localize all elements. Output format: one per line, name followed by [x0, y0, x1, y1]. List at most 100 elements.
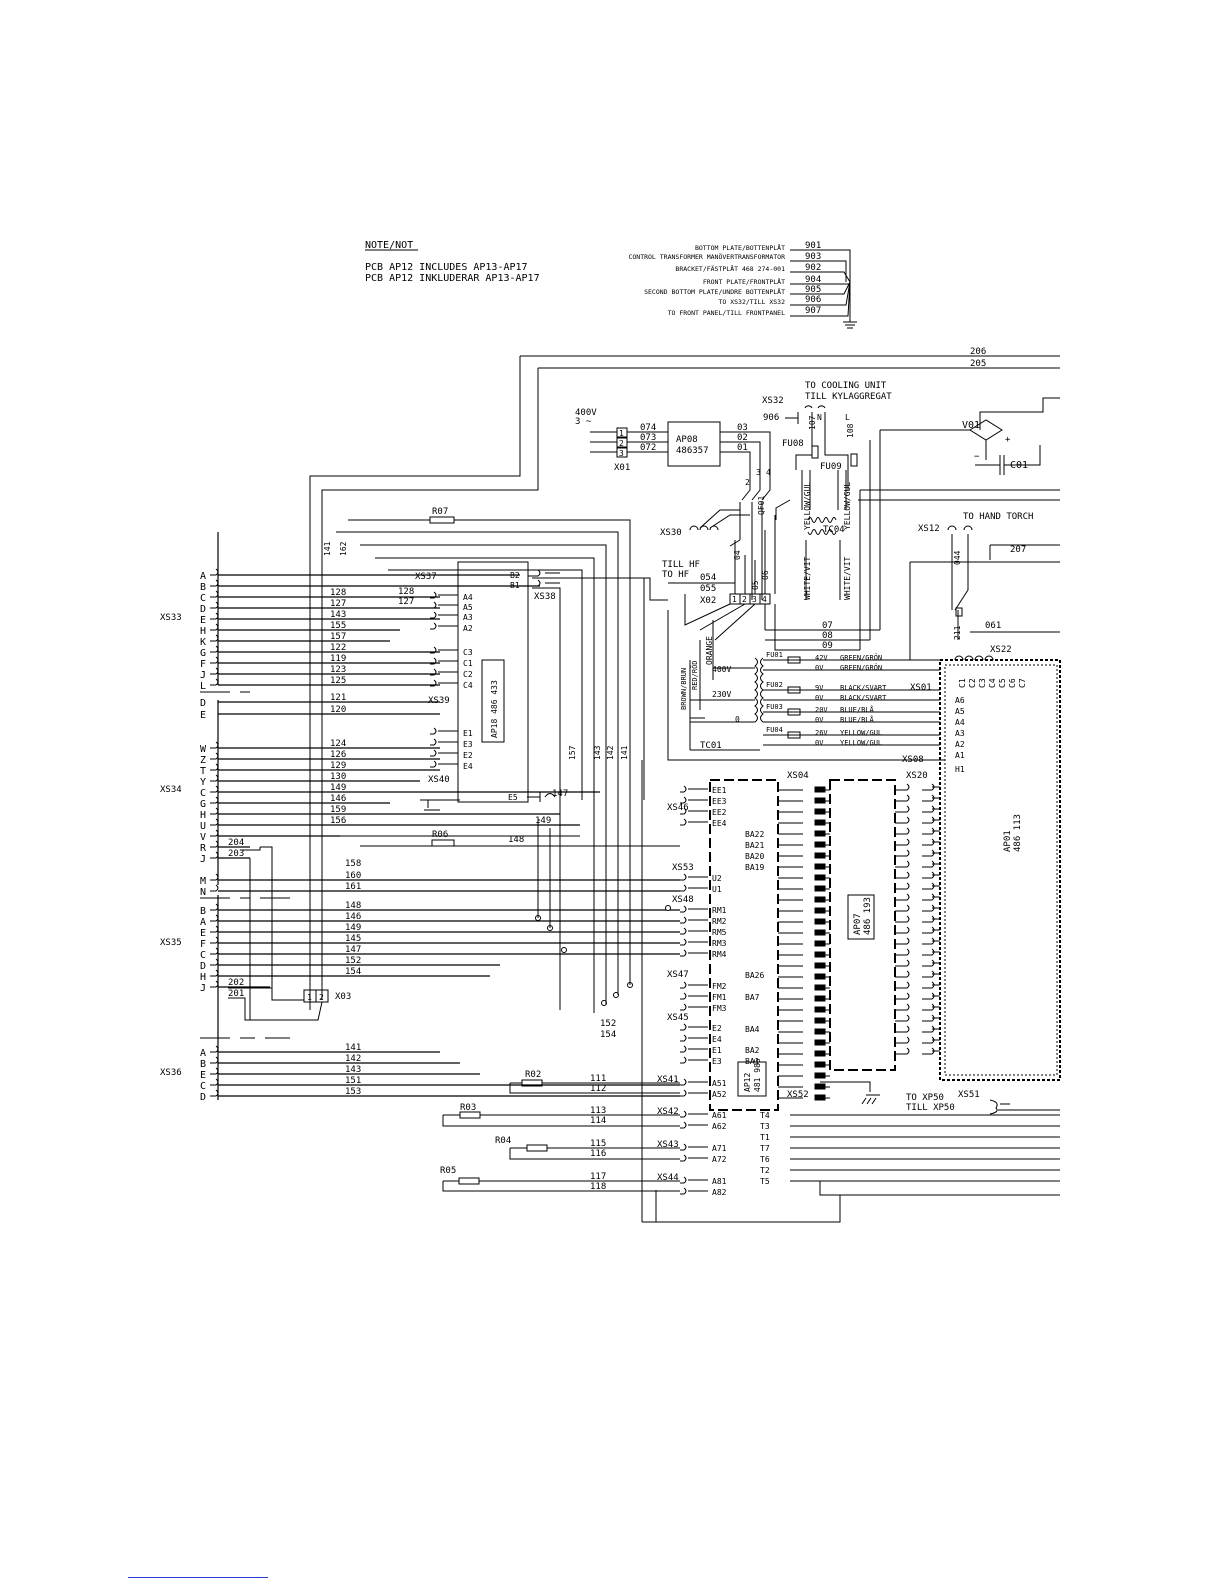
svg-text:E2: E2: [463, 751, 473, 760]
svg-text:055: 055: [700, 584, 716, 594]
xs33-pin-g: G: [200, 648, 206, 659]
xs34-wire-130: 130: [330, 772, 346, 782]
xs52-label: XS52: [787, 1090, 809, 1100]
svg-text:0V: 0V: [815, 739, 824, 747]
svg-text:FU03: FU03: [766, 703, 783, 711]
svg-text:A2: A2: [463, 624, 473, 633]
svg-text:H1: H1: [955, 765, 965, 774]
xs32-label: XS32: [762, 396, 784, 406]
svg-text:01: 01: [737, 443, 748, 453]
hf-label-2: TO HF: [662, 570, 689, 580]
svg-text:907: 907: [805, 306, 821, 316]
svg-text:148: 148: [508, 835, 524, 845]
hf-label-1: TILL HF: [662, 560, 700, 570]
svg-text:L: L: [845, 413, 850, 422]
svg-text:902: 902: [805, 263, 821, 273]
svg-text:904: 904: [805, 275, 821, 285]
ap07-label: AP07: [853, 913, 863, 935]
svg-text:06: 06: [761, 570, 770, 580]
svg-text:906: 906: [763, 413, 779, 423]
xs33-wire-157: 157: [330, 632, 346, 642]
svg-text:GREEN/GRÖN: GREEN/GRÖN: [840, 653, 882, 662]
xs34-pin-h: H: [200, 810, 206, 821]
svg-text:061: 061: [985, 621, 1001, 631]
xs33-pin-j: J: [200, 670, 206, 681]
svg-text:2: 2: [319, 993, 324, 1002]
xs36-wire-153: 153: [345, 1087, 361, 1097]
svg-text:400V: 400V: [712, 665, 731, 674]
svg-text:230V: 230V: [712, 690, 731, 699]
xs35-pin-f: F: [200, 939, 206, 950]
svg-text:WHITE/VIT: WHITE/VIT: [843, 556, 852, 600]
xs35-wire-145: 145: [345, 934, 361, 944]
xs34-wire-124: 124: [330, 739, 346, 749]
xs35-wire-149: 149: [345, 923, 361, 933]
svg-text:YELLOW/GUL: YELLOW/GUL: [840, 739, 882, 747]
svg-text:E4: E4: [463, 762, 473, 771]
svg-text:072: 072: [640, 443, 656, 453]
xs34-pin-g: G: [200, 799, 206, 810]
xs34-wire-146: 146: [330, 794, 346, 804]
xs33-wire-119: 119: [330, 654, 346, 664]
xs38-label: XS38: [534, 592, 556, 602]
svg-text:A4: A4: [955, 718, 965, 727]
xs35-pin-a: A: [200, 917, 206, 928]
svg-text:1: 1: [307, 993, 312, 1002]
svg-text:3: 3: [756, 468, 761, 477]
xs48-pin-rm5: RM5: [712, 928, 727, 937]
svg-text:BA20: BA20: [745, 852, 764, 861]
svg-text:C4: C4: [463, 681, 473, 690]
svg-text:05: 05: [751, 580, 760, 590]
xs33-wire-122: 122: [330, 643, 346, 653]
tc01-transformer: 400V 230V 0 ORANGE RED/RÖD BROWN/BRUN TC…: [667, 610, 940, 761]
xs33-wire-155: 155: [330, 621, 346, 631]
xs48-pin-rm2: RM2: [712, 917, 727, 926]
svg-text:+: +: [1005, 435, 1011, 445]
svg-text:A5: A5: [463, 603, 473, 612]
svg-text:B2: B2: [510, 571, 520, 580]
xs35-pin-b: B: [200, 906, 206, 917]
svg-text:YELLOW/GUL: YELLOW/GUL: [803, 482, 812, 530]
svg-text:E1: E1: [463, 729, 473, 738]
svg-text:903: 903: [805, 252, 821, 262]
v01-label: V01: [962, 420, 980, 431]
svg-text:FU04: FU04: [766, 726, 783, 734]
svg-text:YELLOW/GUL: YELLOW/GUL: [840, 729, 882, 737]
wire-205: 205: [970, 359, 986, 369]
xs46-pin-ee2: EE2: [712, 808, 727, 817]
xs44-pin-a82: A82: [712, 1188, 727, 1197]
xs43-pin-a71: A71: [712, 1144, 727, 1153]
svg-text:4: 4: [766, 468, 771, 477]
xs36-pin-e: E: [200, 1070, 206, 1081]
svg-text:905: 905: [805, 285, 821, 295]
xs33-wire-123: 123: [330, 665, 346, 675]
xs33-wire-162: 162: [339, 541, 348, 556]
xs46-pin-ee1: EE1: [712, 786, 727, 795]
svg-text:2: 2: [742, 595, 747, 604]
xs36-wire-142: 142: [345, 1054, 361, 1064]
xs44-wire-b: 118: [590, 1182, 606, 1192]
ap08-name: AP08: [676, 435, 698, 445]
svg-text:149: 149: [535, 816, 551, 826]
svg-text:E5: E5: [508, 793, 518, 802]
xs45-pin-e2: E2: [712, 1024, 722, 1033]
ap18-label: AP18 486 433: [490, 680, 499, 738]
mn-wire-161: 161: [345, 882, 361, 892]
svg-text:C7: C7: [1018, 678, 1027, 688]
svg-text:C2: C2: [968, 678, 977, 688]
svg-text:142: 142: [606, 745, 615, 760]
gnd-label-901: BOTTOM PLATE/BOTTENPLÅT: [695, 243, 785, 252]
xs22-label: XS22: [990, 645, 1012, 655]
svg-text:A1: A1: [955, 751, 965, 760]
xs33-pin-d: D: [200, 698, 206, 709]
r04-label: R04: [495, 1136, 511, 1146]
xs34-label: XS34: [160, 785, 182, 795]
gnd-label-904: FRONT PLATE/FRONTPLÅT: [703, 277, 785, 286]
svg-text:3: 3: [619, 449, 624, 458]
svg-text:26V: 26V: [815, 729, 828, 737]
svg-text:9V: 9V: [815, 684, 824, 692]
xs34-wire-149: 149: [330, 783, 346, 793]
xs45-wire-154: 154: [600, 1030, 616, 1040]
svg-text:A6: A6: [955, 696, 965, 705]
